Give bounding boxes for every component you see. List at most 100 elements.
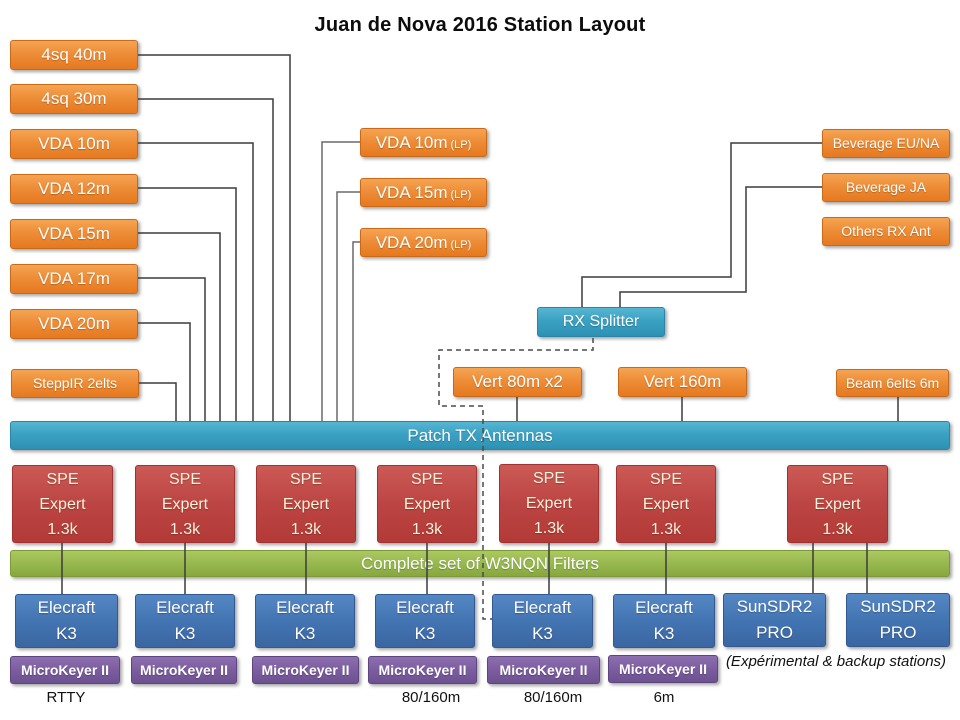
antenna-label: Beverage EU/NA [832,135,940,152]
antenna-vda-15m-lp: VDA 15m(LP) [360,178,487,207]
station-label-6m: 6m [653,689,675,706]
keyer-label: MicroKeyer II [21,661,109,678]
antenna-label: VDA 15m [38,224,110,244]
antenna-beam-6elts-6m: Beam 6elts 6m [836,369,949,397]
connector-steppir [139,382,177,421]
amp-label: 1.3k [650,520,682,538]
connector-vda-15m [138,232,221,421]
antenna-label-suffix: (LP) [450,238,472,251]
amp-label: Expert [282,495,330,513]
radio-label: K3 [414,624,436,643]
antenna-label-suffix: (LP) [450,138,472,151]
radio-label: Elecraft [513,598,572,617]
antenna-label: VDA 10m [375,132,448,152]
keyer-label: MicroKeyer II [499,661,588,678]
amp-label: SPE [532,470,565,487]
amp-label: Expert [642,495,690,513]
radio-label: K3 [294,624,316,643]
radio-label: K3 [56,624,77,643]
connector-vda-10m [138,142,254,421]
w3nqn-filters-bar: Complete set of W3NQN Filters [10,550,950,577]
antenna-vda-17m: VDA 17m [10,264,138,294]
antenna-label: 4sq 40m [41,45,107,65]
antenna-vda-20m-lp: VDA 20m(LP) [360,228,487,257]
antenna-label: Vert 80m x2 [472,372,563,392]
keyer-microkeyer-1: MicroKeyer II [10,656,120,684]
antenna-label: VDA 20m [375,232,448,252]
radio-label: Elecraft [156,598,214,617]
amp-label: SPE [168,470,201,488]
antenna-label: 4sq 30m [41,89,107,109]
keyer-microkeyer-4: MicroKeyer II [368,656,477,684]
keyer-label: MicroKeyer II [378,661,467,678]
amp-label: SPE [649,470,682,488]
antenna-vda-10m: VDA 10m [10,129,138,159]
amp-label: Expert [403,495,451,513]
antenna-label: Beverage JA [845,179,927,196]
amp-label: SPE [410,470,443,488]
radio-label: SunSDR2 [736,597,813,616]
antenna-label-suffix: (LP) [450,188,472,201]
amp-label: Expert [39,495,86,513]
antenna-others-rx: Others RX Ant [822,217,950,246]
station-label-80-160m-a: 80/160m [401,689,461,706]
page-title: Juan de Nova 2016 Station Layout [314,14,646,36]
rx-splitter-label: RX Splitter [562,312,640,330]
keyer-microkeyer-6: MicroKeyer II [608,655,718,683]
radio-label: PRO [756,623,793,642]
antenna-label: Beam 6elts 6m [845,374,940,391]
patch-tx-antennas-bar: Patch TX Antennas [10,421,950,450]
radio-label: K3 [653,624,675,643]
keyer-microkeyer-5: MicroKeyer II [487,656,600,684]
amplifier-spe-expert-6: SPE Expert 1.3k [616,465,716,543]
radio-label: Elecraft [635,598,693,617]
connector-vda-12m [138,187,237,421]
station-label-80-160m-b: 80/160m [523,689,583,706]
station-label-rtty: RTTY [46,689,86,706]
experimental-note: (Expérimental & backup stations) [725,653,947,670]
keyer-microkeyer-2: MicroKeyer II [131,656,237,684]
antenna-label: VDA 15m [375,182,448,202]
antenna-vda-12m: VDA 12m [10,174,138,204]
antenna-beverage-eu-na: Beverage EU/NA [822,129,950,158]
antenna-vert-80m-x2: Vert 80m x2 [453,367,582,397]
connector-vda-10m-lp [321,141,360,421]
antenna-label: Vert 160m [643,372,722,392]
connector-4sq-30m [138,98,274,421]
amp-label: SPE [821,470,854,488]
antenna-steppir-2elts: SteppIR 2elts [11,369,139,398]
radio-label: Elecraft [396,598,454,617]
antenna-vda-15m: VDA 15m [10,219,138,249]
antenna-4sq-40m: 4sq 40m [10,40,138,70]
radio-label: SunSDR2 [860,597,936,616]
amp-label: 1.3k [169,520,201,538]
radio-label: Elecraft [276,598,334,617]
keyer-microkeyer-3: MicroKeyer II [252,656,359,684]
filter-bar-label: Complete set of W3NQN Filters [360,553,600,573]
amp-label: SPE [46,470,79,488]
antenna-label: VDA 20m [38,314,110,334]
antenna-beverage-ja: Beverage JA [822,173,950,202]
rx-splitter: RX Splitter [537,307,665,337]
keyer-label: MicroKeyer II [619,660,707,677]
amplifier-spe-expert-4: SPE Expert 1.3k [377,465,477,543]
connector-4sq-40m [138,54,291,421]
antenna-label: VDA 12m [38,179,110,199]
connector-beverage-ja [619,186,822,307]
amp-label: Expert [525,495,573,512]
keyer-label: MicroKeyer II [261,661,350,678]
amp-label: 1.3k [411,520,443,538]
connector-beverage-eu-na [581,142,822,307]
